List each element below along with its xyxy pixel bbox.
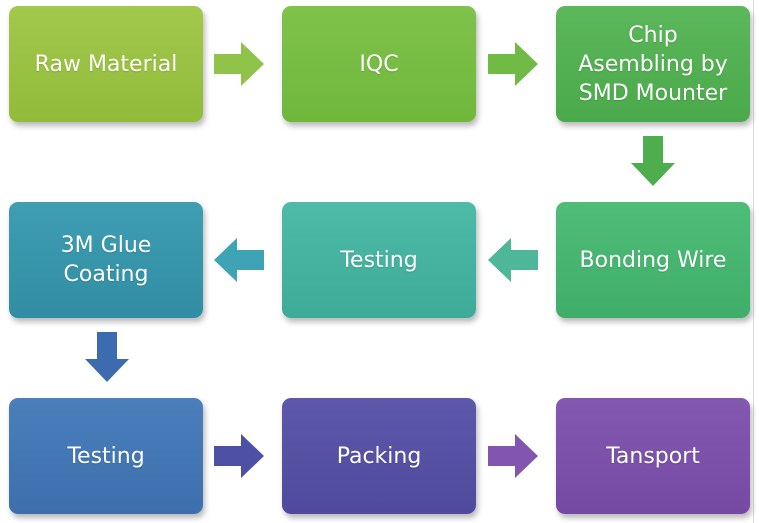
arrow-down-icon xyxy=(631,136,675,186)
arrow-shape xyxy=(488,42,538,86)
step-testing-1: Testing xyxy=(282,202,476,318)
step-label: 3M Glue Coating xyxy=(60,233,152,287)
step-glue-coating: 3M Glue Coating xyxy=(9,202,203,318)
step-raw-material: Raw Material xyxy=(9,6,203,122)
step-label: Testing xyxy=(67,443,145,469)
arrow-shape xyxy=(214,434,264,478)
arrow-right-icon xyxy=(488,434,538,478)
step-label: Chip Asembling by SMD Mounter xyxy=(578,22,728,106)
arrow-left-icon xyxy=(214,238,264,282)
arrow-shape xyxy=(85,332,129,382)
step-transport: Tansport xyxy=(556,398,750,514)
step-label: Tansport xyxy=(606,443,700,469)
arrow-shape xyxy=(214,42,264,86)
step-bonding-wire: Bonding Wire xyxy=(556,202,750,318)
step-label: IQC xyxy=(359,51,399,77)
arrow-right-icon xyxy=(214,434,264,478)
step-label: Raw Material xyxy=(34,51,178,77)
step-packing: Packing xyxy=(282,398,476,514)
arrow-right-icon xyxy=(214,42,264,86)
arrow-shape xyxy=(631,136,675,186)
step-label: Packing xyxy=(336,443,422,469)
arrow-right-icon xyxy=(488,42,538,86)
step-chip-assembling: Chip Asembling by SMD Mounter xyxy=(556,6,750,122)
arrow-shape xyxy=(214,238,264,282)
step-testing-2: Testing xyxy=(9,398,203,514)
right-edge-line xyxy=(753,0,754,523)
arrow-left-icon xyxy=(488,238,538,282)
arrow-down-icon xyxy=(85,332,129,382)
arrow-shape xyxy=(488,434,538,478)
step-iqc: IQC xyxy=(282,6,476,122)
step-label: Bonding Wire xyxy=(579,247,727,273)
arrow-shape xyxy=(488,238,538,282)
step-label: Testing xyxy=(340,247,418,273)
